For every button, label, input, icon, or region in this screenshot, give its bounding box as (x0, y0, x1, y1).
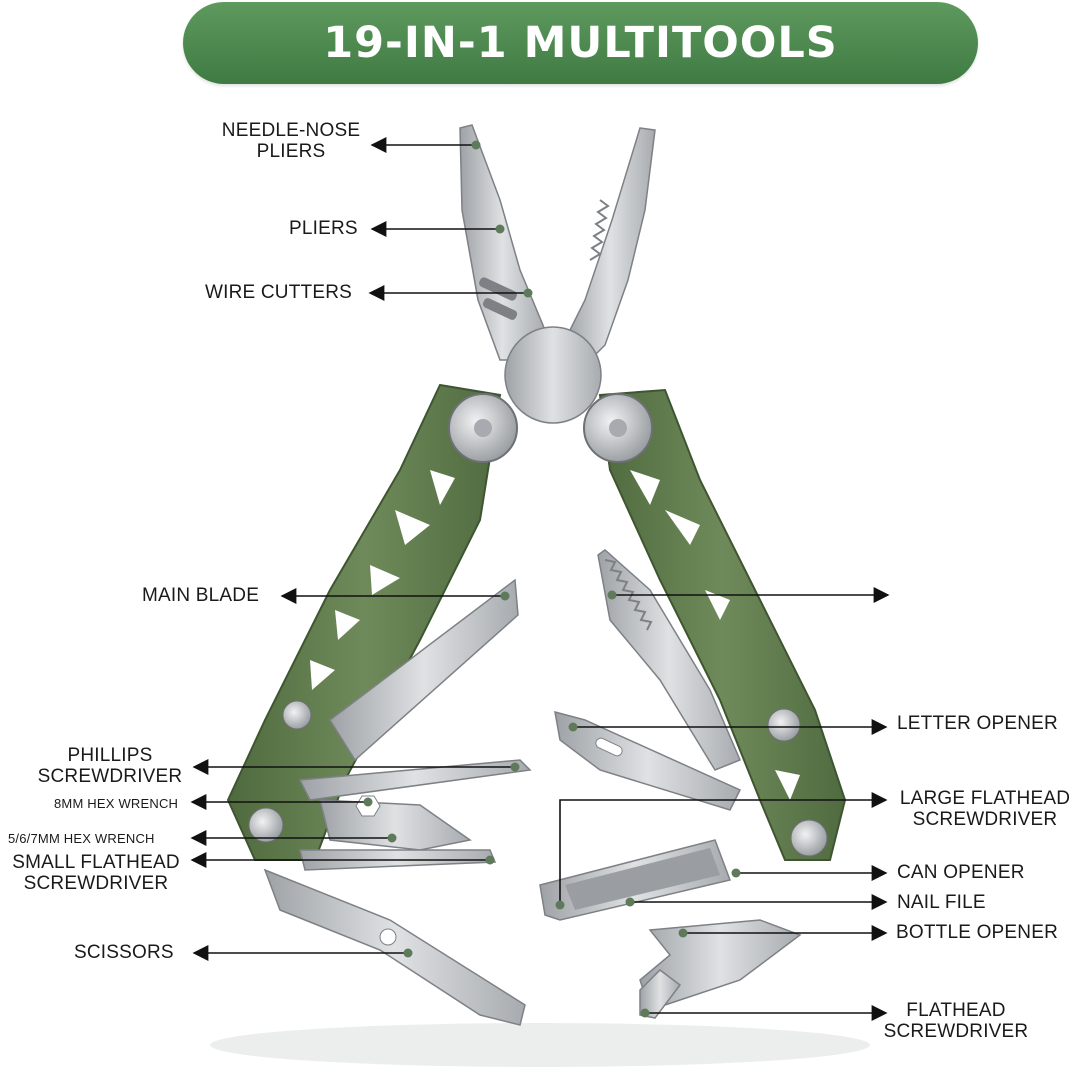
label-nail-file: NAIL FILE (897, 892, 986, 913)
bolt (282, 700, 312, 730)
label-needle-nose-pliers-l2: PLIERS (256, 141, 326, 162)
label-bottle-opener: BOTTLE OPENER (896, 922, 1059, 943)
pivot-bolts (248, 393, 828, 857)
cutter-slot (479, 277, 517, 301)
label-large-flathead-l2: SCREWDRIVER (912, 809, 1058, 830)
hex-wrench-shape (319, 799, 472, 851)
handle-cutout (665, 510, 700, 545)
bolt (474, 419, 492, 437)
main-blade-shape (329, 578, 519, 762)
scissors-pivot (379, 928, 397, 946)
callout-lines (190, 137, 890, 1021)
label-small-flathead-screwdriver: SMALL FLATHEAD SCREWDRIVER (0, 852, 192, 894)
right-jaw (564, 127, 656, 367)
flathead-shape (639, 969, 682, 1019)
label-flathead-l1: FLATHEAD (906, 1000, 1006, 1021)
right-handle (598, 388, 847, 861)
saw-teeth (604, 559, 653, 631)
left-handle (226, 383, 502, 861)
handle-cutout (775, 770, 800, 800)
cutter-slot (482, 298, 518, 320)
handle-cutout (430, 470, 455, 505)
label-567mm-hex-wrench: 5/6/7MM HEX WRENCH (8, 831, 155, 846)
label-large-flathead-screwdriver: LARGE FLATHEAD SCREWDRIVER (890, 788, 1080, 830)
handle-cutout (630, 470, 660, 505)
label-needle-nose-pliers-l1: NEEDLE-NOSE (221, 120, 361, 141)
page-title: 19-IN-1 MULTITOOLS (323, 18, 838, 68)
label-can-opener: CAN OPENER (897, 862, 1025, 883)
label-large-flathead-l1: LARGE FLATHEAD (899, 788, 1071, 809)
label-small-flathead-l2: SCREWDRIVER (23, 873, 169, 894)
handle-cutout (370, 565, 400, 595)
label-8mm-hex-wrench: 8MM HEX WRENCH (54, 796, 179, 811)
handle-cutout (705, 590, 730, 620)
saw-blade-shape (597, 549, 741, 771)
callout-large-flathead (559, 792, 888, 905)
label-phillips-screwdriver: PHILLIPS SCREWDRIVER (30, 745, 190, 787)
handle-cutout (310, 660, 335, 690)
label-letter-opener: LETTER OPENER (897, 713, 1058, 734)
nail-file-texture (565, 848, 720, 910)
right-tools (539, 549, 802, 1019)
bottle-opener-shape (639, 919, 802, 1011)
label-scissors: SCISSORS (74, 942, 174, 963)
bolt (248, 807, 284, 843)
pliers-jaws (459, 124, 656, 424)
label-wire-cutters: WIRE CUTTERS (205, 282, 353, 303)
letter-opener-shape (554, 710, 742, 811)
bolt (790, 819, 828, 857)
callout-dots (363, 140, 741, 1018)
bolt (767, 708, 801, 742)
label-phillips-l1: PHILLIPS (67, 745, 153, 766)
title-banner: 19-IN-1 MULTITOOLS (183, 2, 978, 84)
right-handle-body (598, 388, 847, 861)
label-needle-nose-pliers: NEEDLE-NOSE PLIERS (212, 120, 370, 162)
tool-shadow (210, 1023, 870, 1067)
label-small-flathead-l1: SMALL FLATHEAD (12, 852, 180, 873)
jaw-teeth (589, 199, 610, 261)
opener-slot (595, 737, 623, 757)
label-main-blade: MAIN BLADE (142, 585, 260, 606)
handle-cutout (395, 510, 430, 545)
label-flathead-l2: SCREWDRIVER (883, 1021, 1029, 1042)
handle-cutout (335, 610, 360, 640)
scissors-shape (263, 868, 526, 1026)
pivot-plate (504, 326, 602, 424)
left-jaw (459, 124, 546, 361)
label-pliers: PLIERS (289, 218, 358, 239)
bolt (609, 419, 627, 437)
label-phillips-l2: SCREWDRIVER (37, 766, 183, 787)
label-flathead-screwdriver: FLATHEAD SCREWDRIVER (876, 1000, 1036, 1042)
